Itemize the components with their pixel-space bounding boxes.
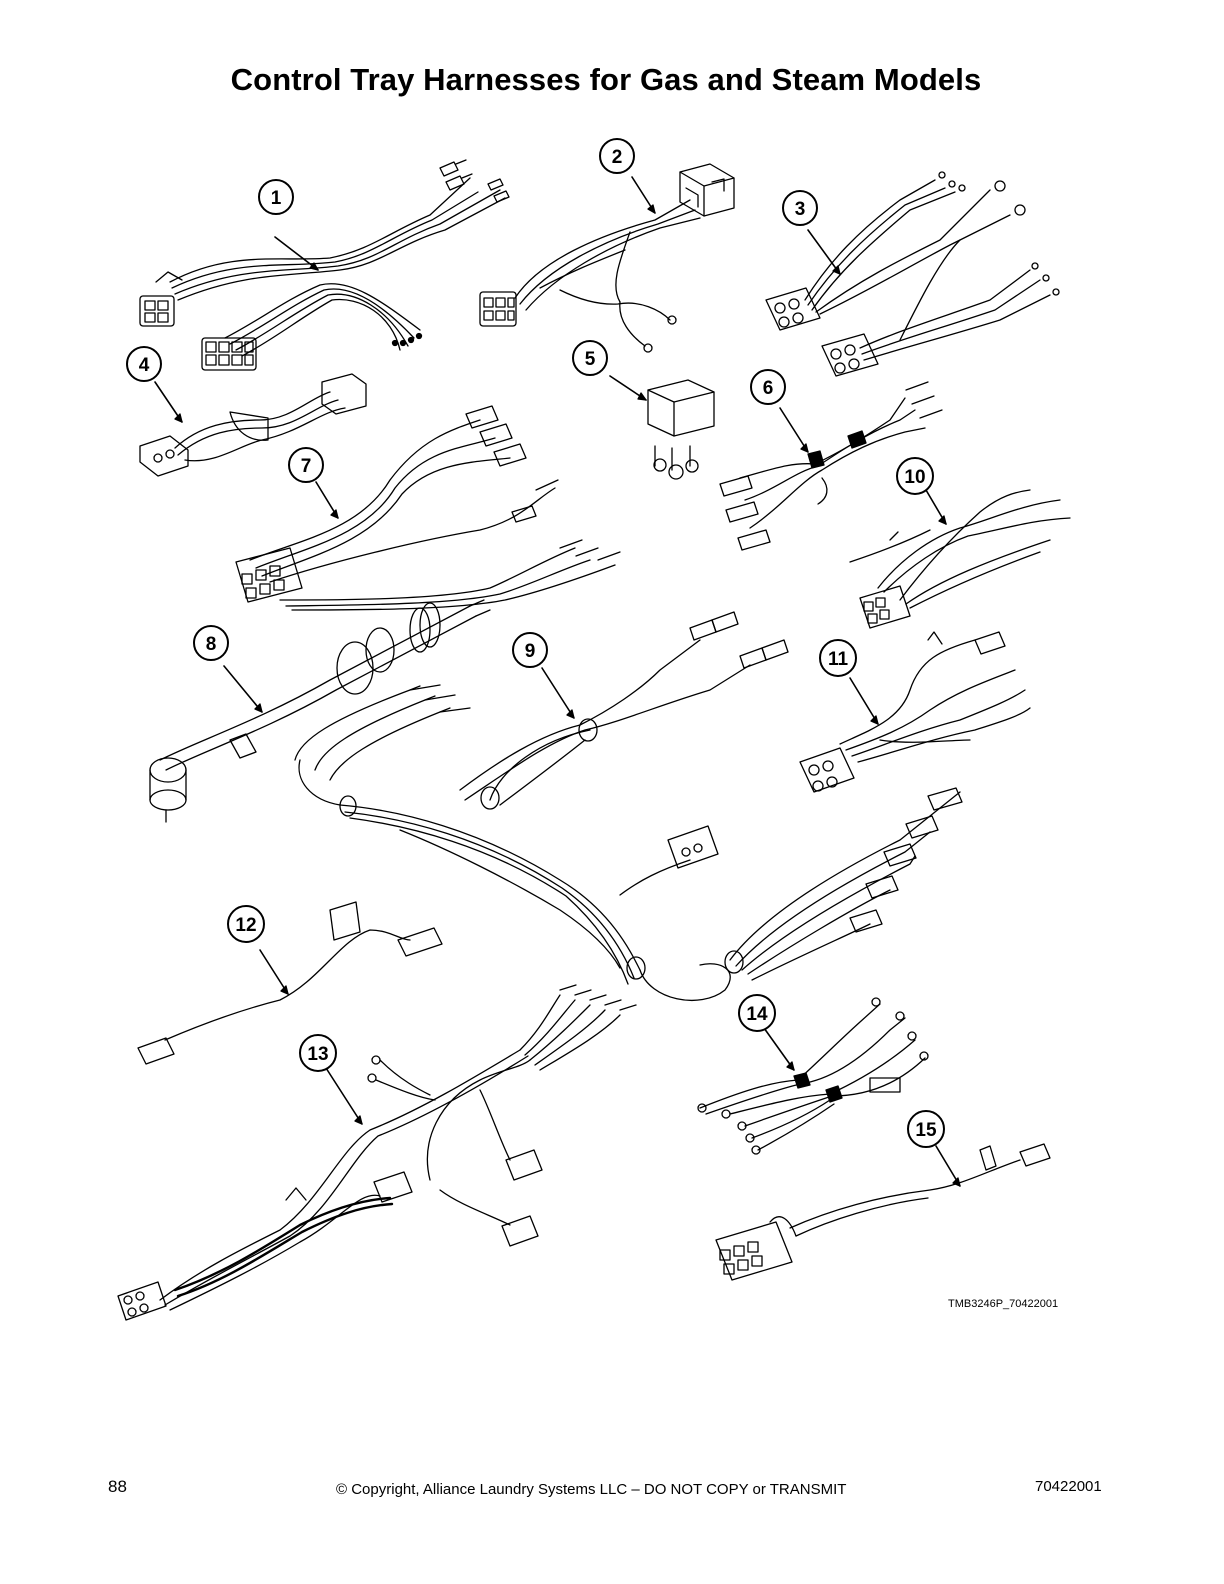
document-number: 70422001 — [1035, 1478, 1102, 1495]
callout-14: 14 — [746, 1004, 768, 1025]
callout-circle-5 — [572, 340, 608, 376]
drawing-id: TMB3246P_70422001 — [948, 1298, 1059, 1310]
callout-11: 11 — [828, 649, 849, 670]
harness-14 — [697, 997, 929, 1155]
callout-13: 13 — [307, 1044, 328, 1065]
harness-12 — [137, 901, 443, 1065]
harness-3 — [765, 171, 1060, 377]
callout-circle-1 — [258, 179, 294, 215]
harness-2 — [479, 163, 735, 353]
callout-labels: 1 2 3 4 5 6 7 8 9 10 11 12 13 14 15 — [139, 147, 937, 1141]
callout-circle-2 — [599, 138, 635, 174]
harness-1 — [139, 159, 510, 371]
callout-3: 3 — [795, 199, 806, 220]
part-8 — [149, 599, 491, 823]
copyright-notice: © Copyright, Alliance Laundry Systems LL… — [336, 1481, 847, 1498]
page-title: Control Tray Harnesses for Gas and Steam… — [230, 62, 982, 97]
callout-circle-14 — [738, 994, 776, 1032]
part-5 — [609, 375, 715, 480]
callout-circle-15 — [907, 1110, 945, 1148]
callout-9: 9 — [525, 641, 536, 662]
harness-9 — [294, 611, 963, 1002]
harness-11 — [799, 631, 1031, 793]
harness-illustration: 1 2 3 4 5 6 7 8 9 10 11 12 13 14 15 — [117, 138, 1071, 1321]
callout-5: 5 — [585, 349, 596, 370]
callout-7: 7 — [301, 456, 312, 477]
harness-15 — [715, 1143, 1051, 1281]
callout-circle-12 — [227, 905, 265, 943]
callout-circle-10 — [896, 457, 934, 495]
page-number: 88 — [108, 1477, 127, 1496]
callout-12: 12 — [235, 915, 256, 936]
callout-6: 6 — [763, 378, 774, 399]
callout-circle-7 — [288, 447, 324, 483]
callout-15: 15 — [915, 1120, 937, 1141]
callout-4: 4 — [139, 355, 150, 376]
callout-circle-6 — [750, 369, 786, 405]
callout-circle-9 — [512, 632, 548, 668]
harness-13 — [117, 984, 637, 1321]
harness-6 — [719, 381, 943, 551]
callouts — [126, 138, 945, 1148]
harness-7 — [235, 405, 621, 611]
callout-circle-13 — [299, 1034, 337, 1072]
callout-1: 1 — [271, 188, 282, 209]
harness-4 — [139, 373, 367, 477]
callout-circle-4 — [126, 346, 162, 382]
callout-8: 8 — [206, 634, 217, 655]
callout-circle-11 — [819, 639, 857, 677]
callout-2: 2 — [612, 147, 623, 168]
callout-circle-8 — [193, 625, 229, 661]
callout-10: 10 — [904, 467, 925, 488]
callout-circle-3 — [782, 190, 818, 226]
harness-10 — [849, 489, 1071, 629]
